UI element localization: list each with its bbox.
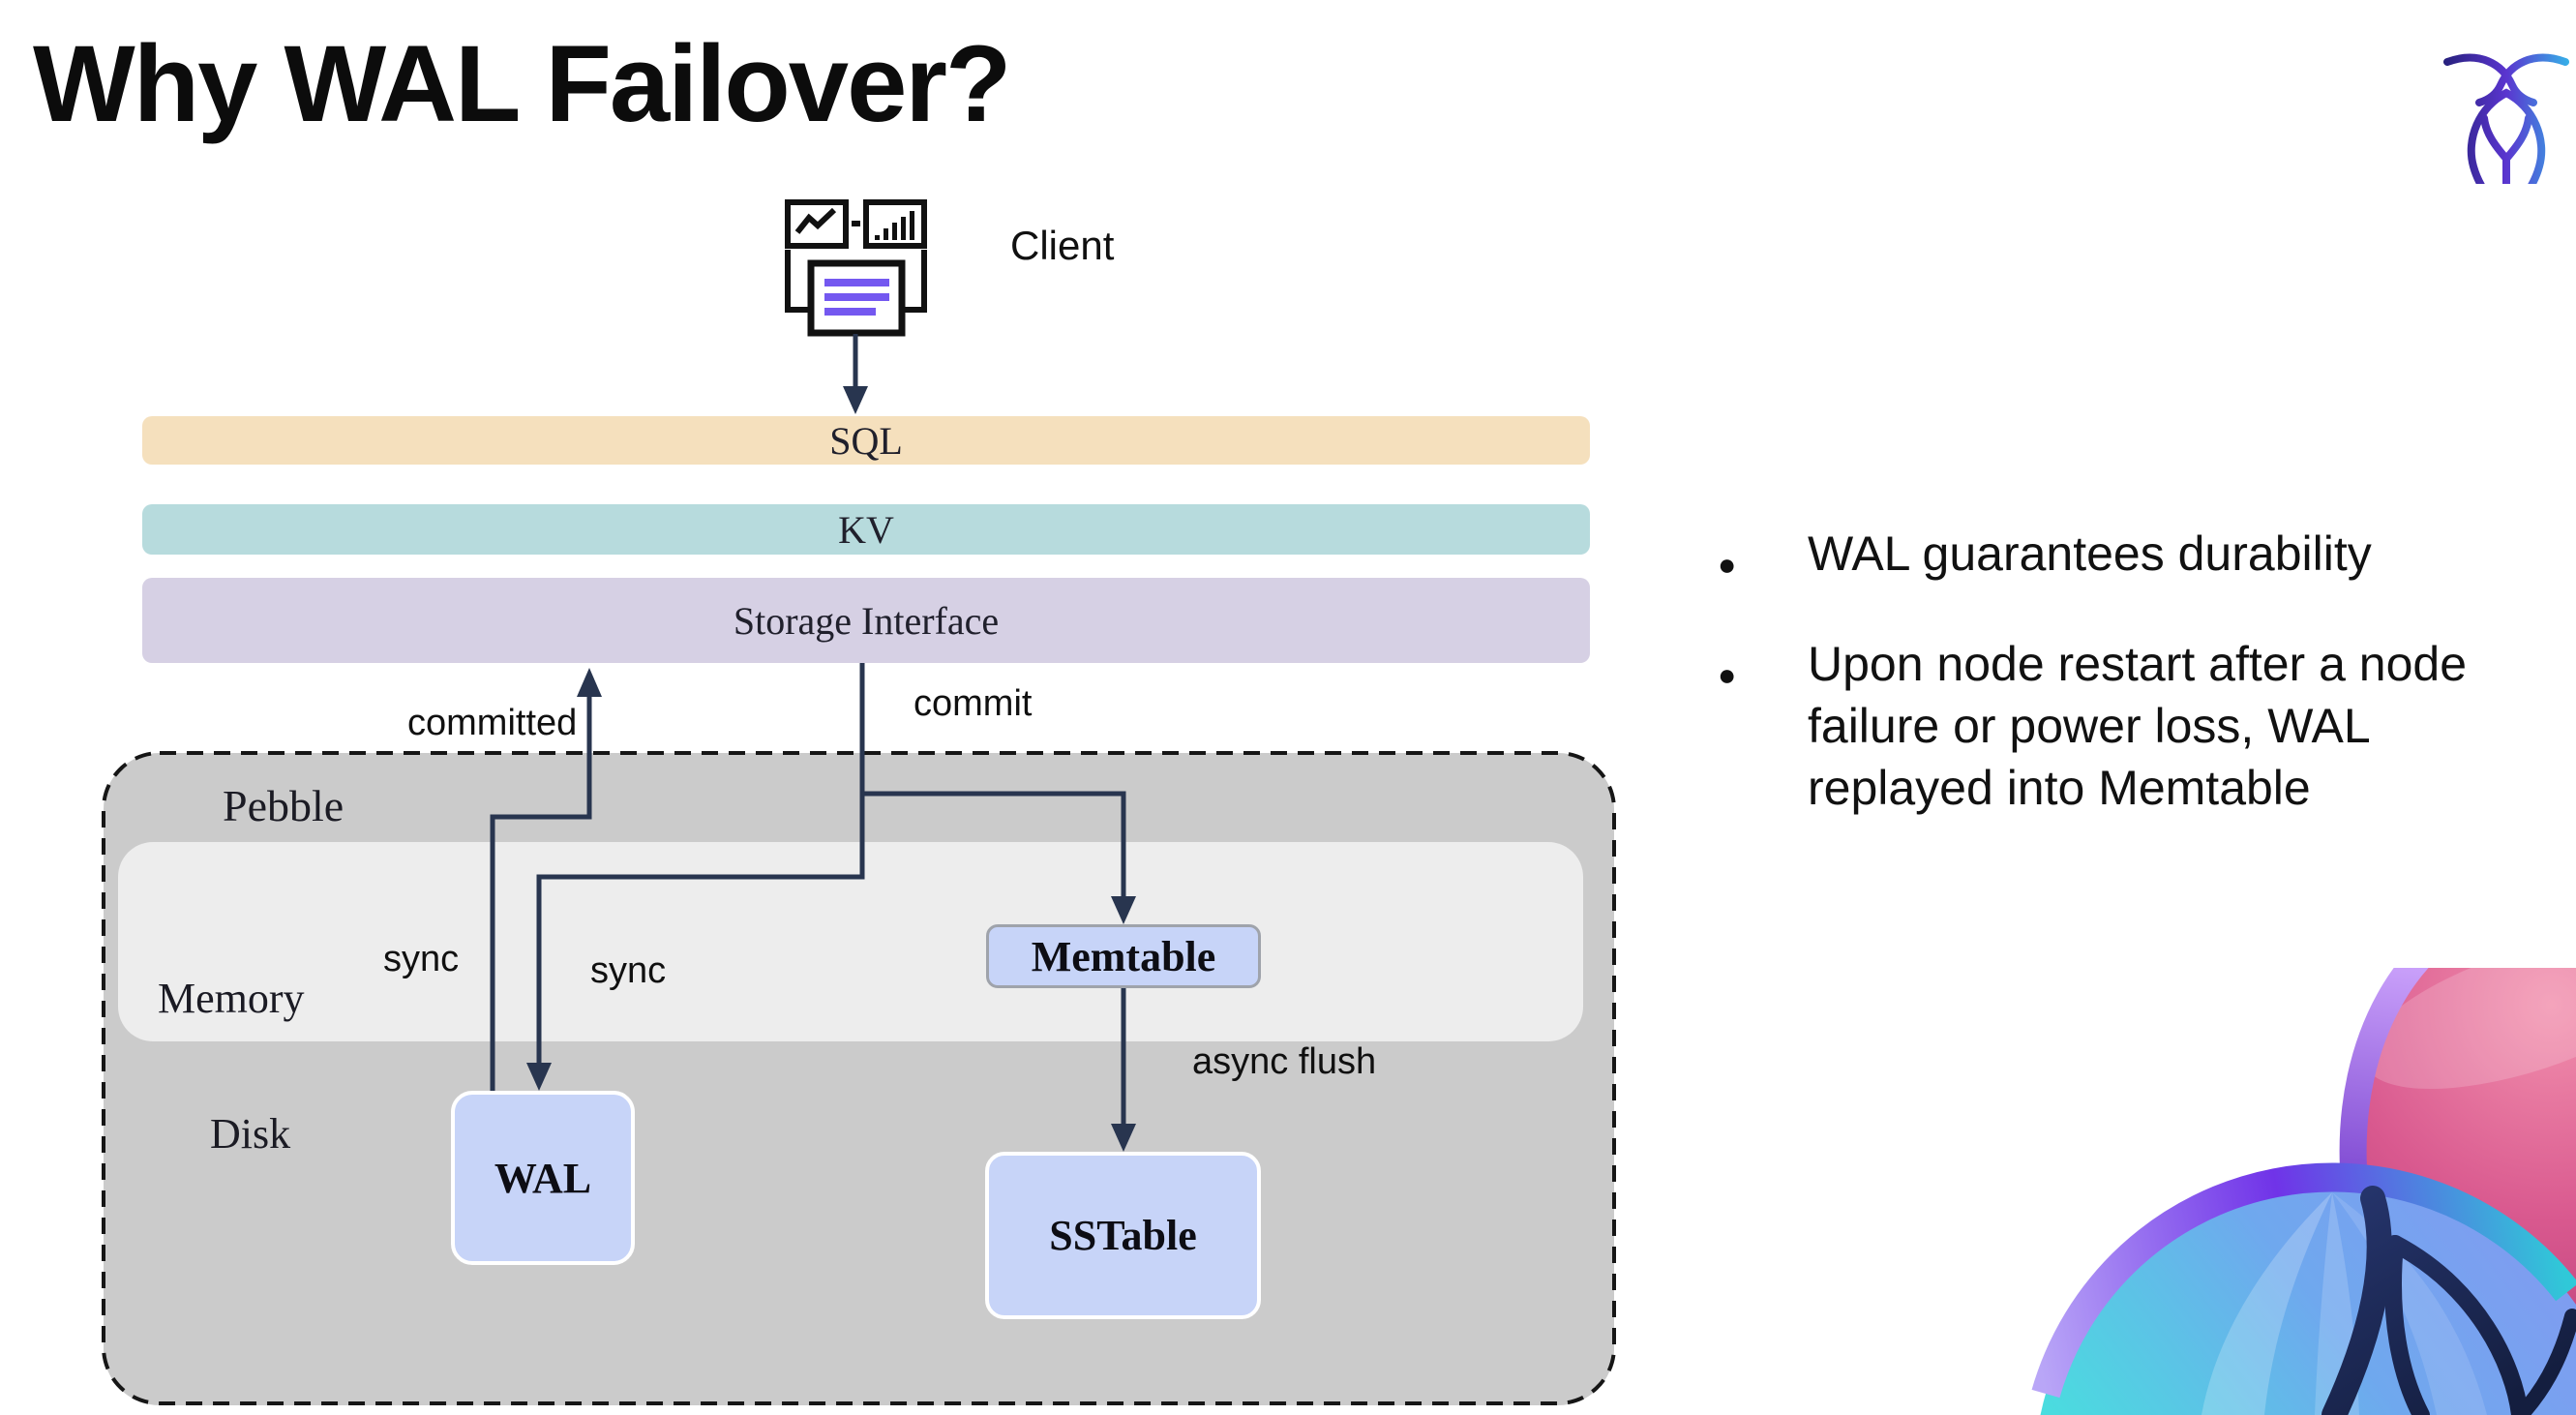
commit-edge-label: commit — [914, 683, 1033, 724]
list-item: ● WAL guarantees durability — [1718, 523, 2482, 585]
brand-artwork — [2031, 968, 2576, 1415]
sync-right-edge-label: sync — [590, 950, 667, 991]
sstable-node-label: SSTable — [1049, 1212, 1197, 1259]
memtable-node-label: Memtable — [1031, 932, 1216, 980]
arrow-client-to-sql — [843, 334, 868, 414]
wal-node-label: WAL — [494, 1154, 592, 1202]
cockroachdb-logo-icon — [2443, 53, 2569, 184]
client-label: Client — [1010, 223, 1115, 268]
dash-connector — [852, 221, 860, 226]
document-icon — [785, 250, 927, 337]
memory-band — [118, 842, 1583, 1041]
pebble-label: Pebble — [223, 781, 344, 830]
layer-storage-interface: Storage Interface — [142, 578, 1590, 663]
committed-edge-label: committed — [407, 703, 578, 743]
bullet-icon: ● — [1718, 657, 1737, 692]
memory-label: Memory — [158, 975, 305, 1022]
bullet-text: WAL guarantees durability — [1808, 527, 2372, 581]
roach-motif — [2321, 1186, 2576, 1415]
sync-left-edge-label: sync — [383, 939, 460, 979]
layer-kv: KV — [142, 504, 1590, 555]
bullet-list: ● WAL guarantees durability ● Upon node … — [1718, 523, 2482, 867]
purple-arc-blue-rim — [2031, 1162, 2576, 1399]
sstable-node: SSTable — [985, 1152, 1261, 1319]
page-title: Why WAL Failover? — [33, 23, 1011, 144]
client-icon — [785, 199, 927, 337]
layer-sql-label: SQL — [829, 418, 903, 463]
bullet-icon: ● — [1718, 547, 1737, 582]
wal-node: WAL — [451, 1091, 635, 1265]
async-flush-edge-label: async flush — [1192, 1041, 1377, 1082]
line-chart-icon — [785, 199, 849, 249]
bullet-text: Upon node restart after a node failure o… — [1808, 637, 2468, 815]
memtable-node: Memtable — [986, 924, 1261, 988]
disk-label: Disk — [210, 1110, 291, 1158]
layer-kv-label: KV — [838, 507, 894, 552]
list-item: ● Upon node restart after a node failure… — [1718, 633, 2482, 819]
layer-storage-interface-label: Storage Interface — [733, 598, 1000, 643]
bar-chart-icon — [863, 199, 927, 249]
layer-sql: SQL — [142, 416, 1590, 465]
